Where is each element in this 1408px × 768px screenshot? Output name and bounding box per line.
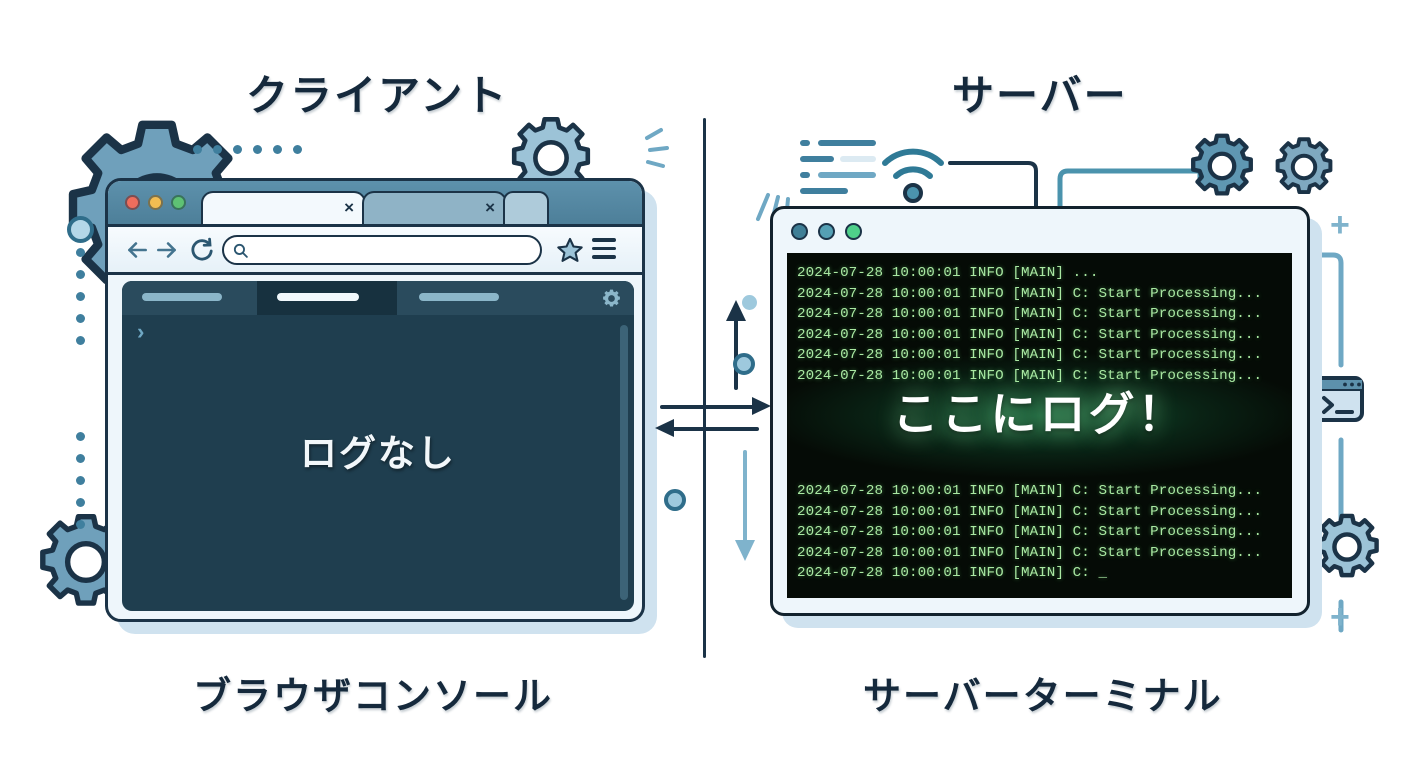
terminal-log-bottom: 2024-07-28 10:00:01 INFO [MAIN] C: Start… bbox=[787, 481, 1292, 584]
devtools-tabbar bbox=[122, 281, 634, 315]
arrow-down-shaft bbox=[743, 450, 747, 542]
arrow-right-icon bbox=[752, 397, 771, 415]
log-line: 2024-07-28 10:00:01 INFO [MAIN] C: Start… bbox=[797, 483, 1263, 499]
traffic-light-maximize[interactable] bbox=[845, 223, 862, 240]
arrow-right-shaft bbox=[660, 405, 755, 409]
log-line: 2024-07-28 10:00:01 INFO [MAIN] C: Start… bbox=[797, 524, 1263, 540]
log-line: 2024-07-28 10:00:01 INFO [MAIN] C: Start… bbox=[797, 285, 1263, 302]
terminal-log-top: 2024-07-28 10:00:01 INFO [MAIN] ... 2024… bbox=[787, 263, 1292, 386]
devtools-tab-label bbox=[419, 293, 499, 301]
traffic-light-close[interactable] bbox=[125, 195, 140, 210]
arrow-down-icon bbox=[735, 540, 755, 561]
terminal-window: 2024-07-28 10:00:01 INFO [MAIN] ... 2024… bbox=[770, 206, 1310, 616]
traffic-light-minimize[interactable] bbox=[818, 223, 835, 240]
terminal-headline: ここにログ！ bbox=[892, 388, 1187, 440]
browser-tab-1[interactable]: × bbox=[201, 191, 366, 224]
log-line: 2024-07-28 10:00:01 INFO [MAIN] C: Start… bbox=[797, 544, 1263, 561]
decor-dot bbox=[742, 295, 757, 310]
gear-icon bbox=[1275, 137, 1333, 195]
plus-icon: + bbox=[1330, 206, 1350, 244]
arrow-left-icon[interactable] bbox=[124, 237, 150, 263]
browser-tab-2[interactable]: × bbox=[362, 191, 507, 224]
decor-dot-row bbox=[193, 141, 313, 159]
console-prompt-chevron: › bbox=[134, 321, 148, 346]
traffic-light-maximize[interactable] bbox=[171, 195, 186, 210]
gear-icon bbox=[1315, 513, 1379, 578]
decor-dot-column bbox=[76, 248, 85, 358]
gear-icon[interactable] bbox=[601, 288, 622, 314]
decor-ring bbox=[733, 353, 755, 375]
traffic-light-minimize[interactable] bbox=[148, 195, 163, 210]
wifi-icon bbox=[882, 148, 944, 203]
log-line: 2024-07-28 10:00:01 INFO [MAIN] C: Start… bbox=[797, 367, 1263, 384]
arrow-up-shaft bbox=[734, 318, 738, 390]
console-empty-message: ログなし bbox=[300, 433, 456, 474]
server-title: サーバー bbox=[952, 72, 1128, 119]
browser-titlebar: × × bbox=[108, 181, 642, 227]
browser-console-caption: ブラウザコンソール bbox=[193, 676, 554, 718]
close-icon[interactable]: × bbox=[344, 198, 354, 217]
gear-icon bbox=[511, 117, 591, 196]
log-line: 2024-07-28 10:00:01 INFO [MAIN] C: Start… bbox=[797, 503, 1263, 520]
center-divider bbox=[703, 118, 706, 658]
log-line: 2024-07-28 10:00:01 INFO [MAIN] C: Start… bbox=[797, 347, 1263, 363]
browser-toolbar bbox=[108, 227, 642, 275]
server-terminal-caption: サーバーターミナル bbox=[863, 676, 1223, 718]
arrow-right-icon[interactable] bbox=[154, 237, 180, 263]
log-line: 2024-07-28 10:00:01 INFO [MAIN] C: _ bbox=[797, 565, 1108, 581]
browser-new-tab[interactable] bbox=[503, 191, 549, 224]
arrow-left-icon bbox=[655, 419, 674, 437]
hamburger-menu-icon[interactable] bbox=[592, 238, 616, 264]
devtools-tab-label bbox=[277, 293, 359, 301]
search-input[interactable] bbox=[222, 235, 542, 265]
terminal-screen[interactable]: 2024-07-28 10:00:01 INFO [MAIN] ... 2024… bbox=[787, 253, 1292, 598]
arrow-up-icon bbox=[726, 300, 746, 321]
reload-icon[interactable] bbox=[189, 237, 215, 263]
close-icon[interactable]: × bbox=[485, 198, 495, 217]
log-line: 2024-07-28 10:00:01 INFO [MAIN] C: Start… bbox=[797, 326, 1263, 343]
star-icon[interactable] bbox=[556, 236, 584, 269]
arrow-left-shaft bbox=[664, 427, 759, 431]
decor-ring bbox=[664, 489, 686, 511]
decor-dot-column bbox=[76, 432, 85, 542]
client-title: クライアント bbox=[246, 72, 509, 119]
sparkle-icon bbox=[645, 128, 669, 168]
log-line: 2024-07-28 10:00:01 INFO [MAIN] ... bbox=[797, 265, 1099, 281]
traffic-light-close[interactable] bbox=[791, 223, 808, 240]
browser-window: × × bbox=[105, 178, 645, 622]
search-icon bbox=[232, 242, 249, 264]
console-scrollbar[interactable] bbox=[620, 325, 628, 600]
terminal-titlebar bbox=[773, 209, 1307, 253]
plus-icon: + bbox=[1330, 598, 1350, 636]
devtools-panel: › ログなし bbox=[122, 281, 634, 611]
devtools-tab-label bbox=[142, 293, 222, 301]
log-line: 2024-07-28 10:00:01 INFO [MAIN] C: Start… bbox=[797, 306, 1263, 322]
gear-icon bbox=[1191, 133, 1253, 196]
decor-ring bbox=[67, 216, 94, 243]
